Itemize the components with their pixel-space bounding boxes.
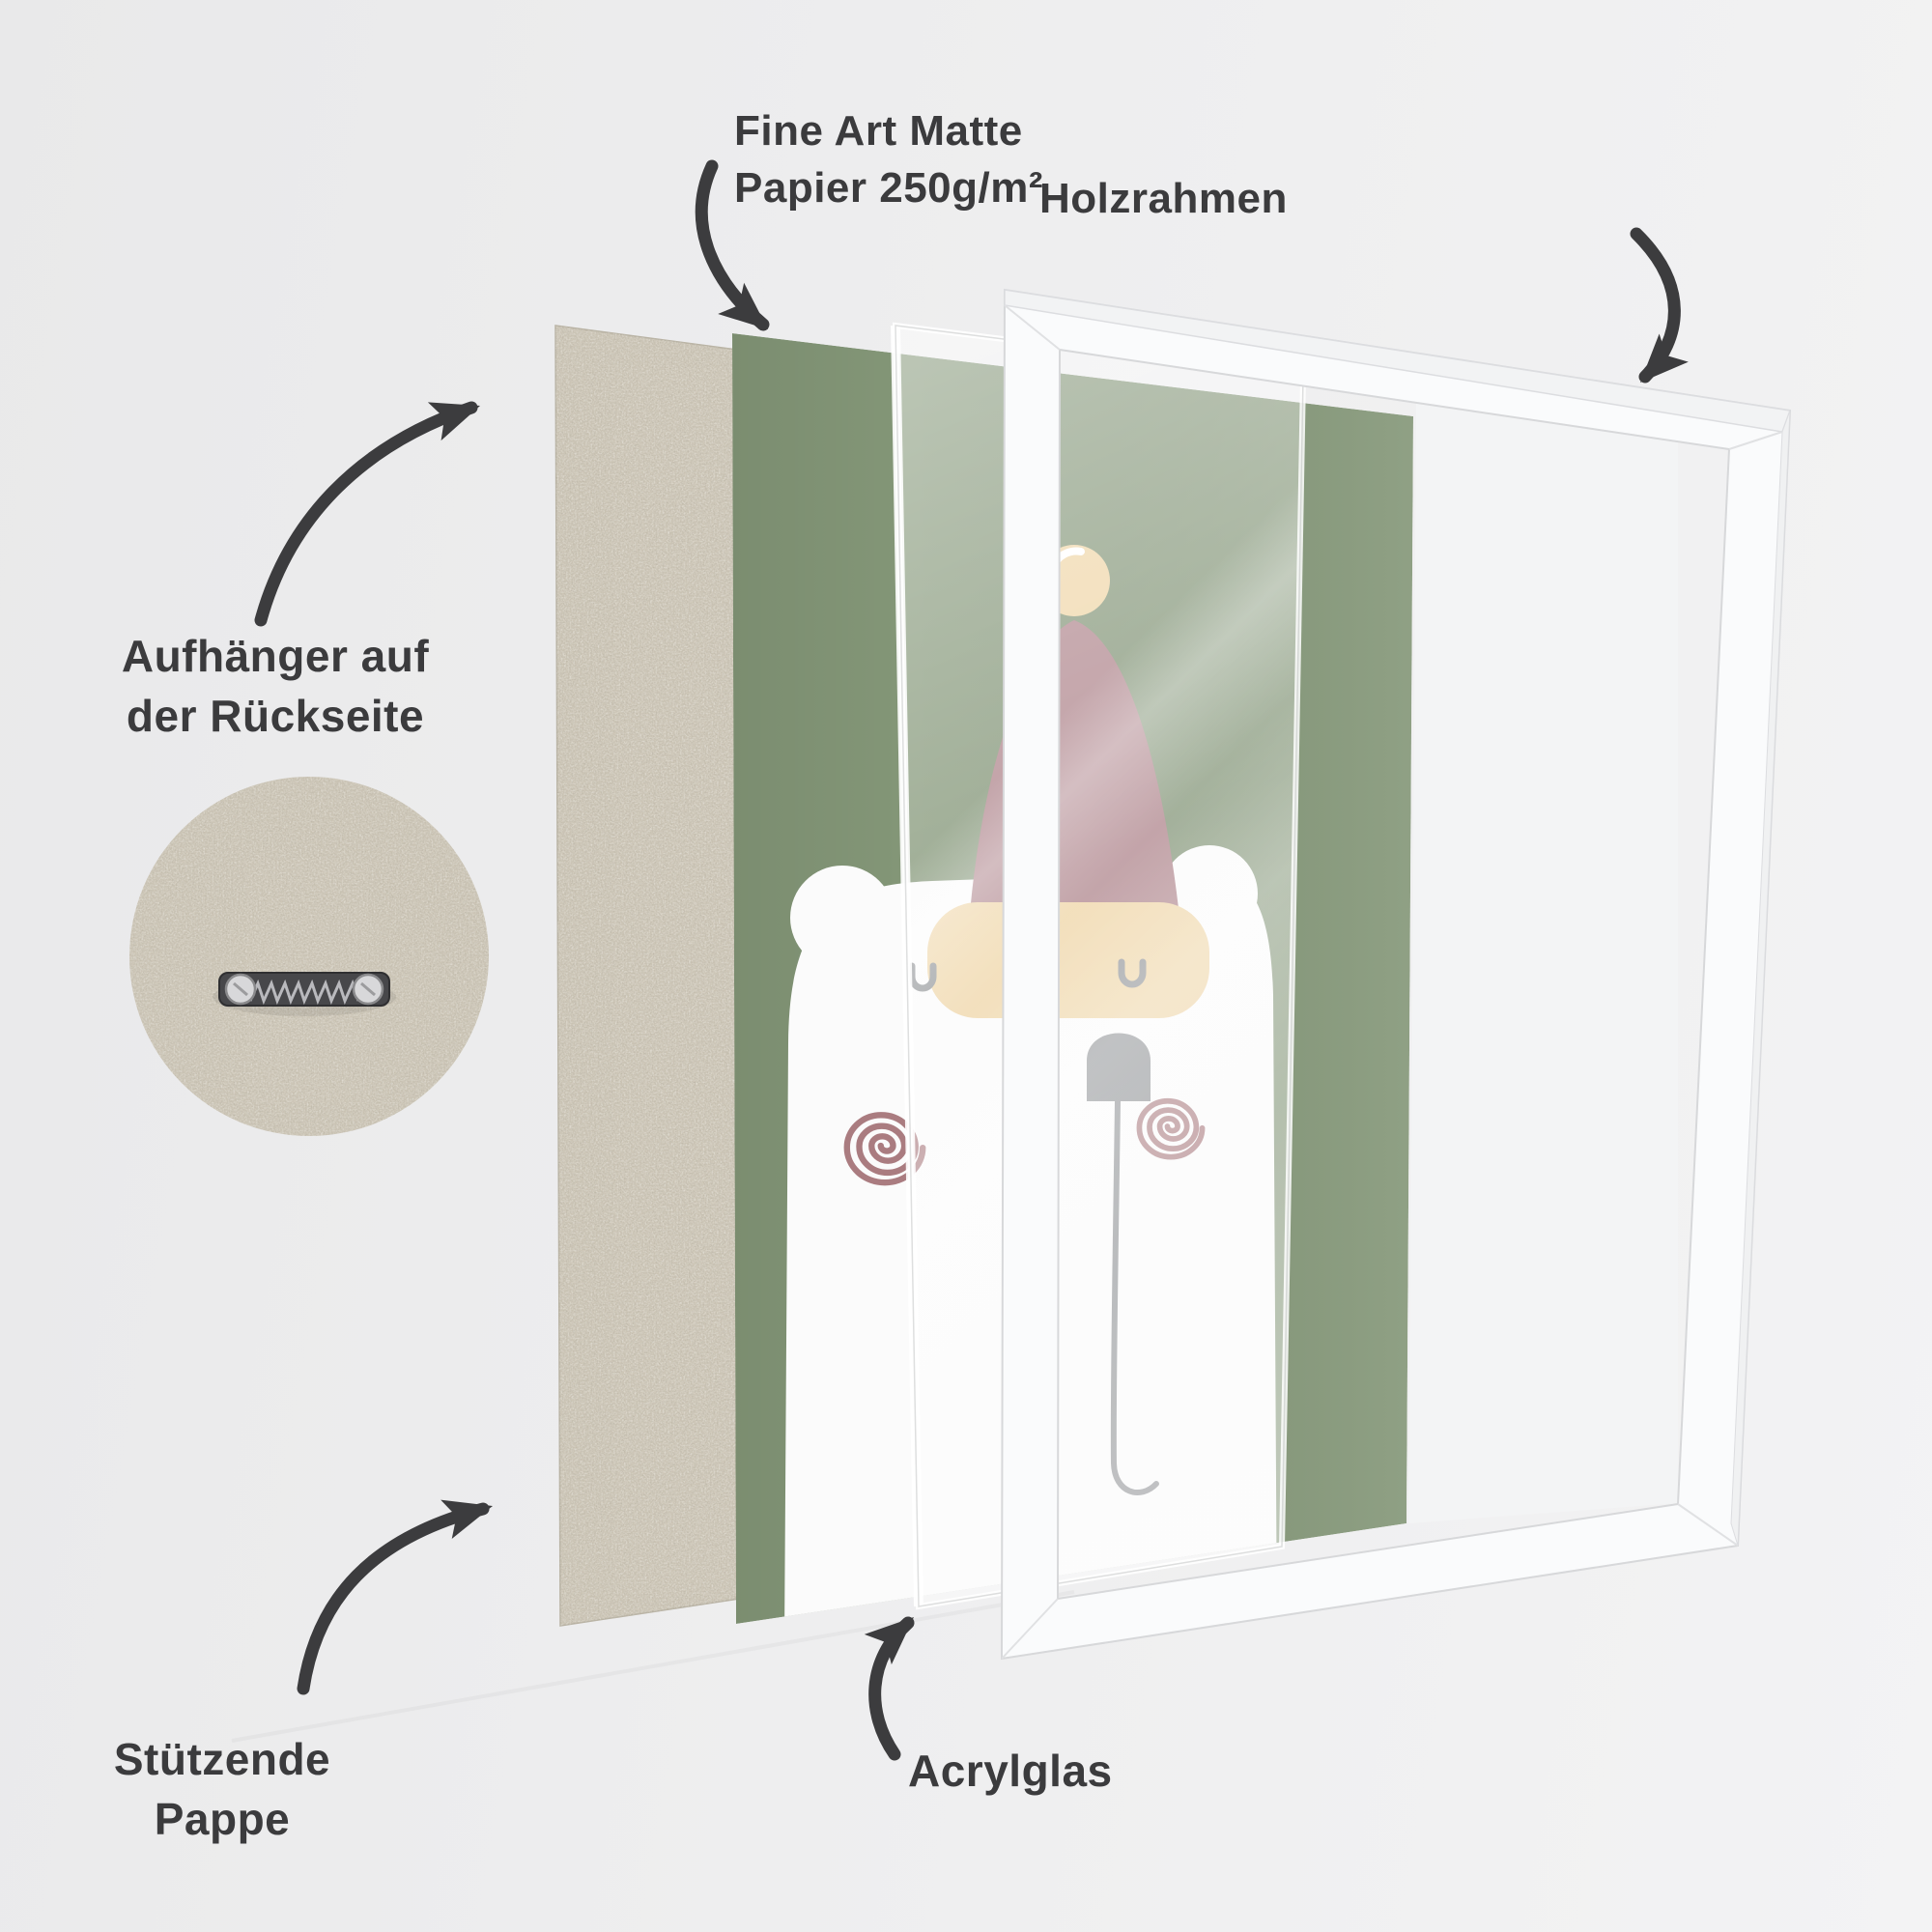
glass-left-edge	[891, 325, 923, 1607]
paper-label-line1: Fine Art Matte	[734, 107, 1023, 155]
hanger-sawtooth	[248, 979, 360, 1006]
backing-arrow-icon	[297, 1502, 490, 1695]
glass-sheen	[895, 326, 1303, 1606]
floor-reflection-line	[231, 1590, 1075, 1743]
acrylic-glass-layer	[891, 322, 1307, 1610]
paper-label-line2: Papier 250g/m²	[734, 164, 1044, 213]
hanger-label-line1: Aufhänger auf	[121, 631, 430, 681]
glass-arrowhead-icon	[864, 1602, 928, 1665]
hanger-label: Aufhänger auf der Rückseite	[82, 626, 469, 746]
frame-backing-area	[1408, 394, 1678, 1523]
frame-layer	[1000, 288, 1792, 1661]
cardboard-grain-light	[555, 326, 752, 1626]
backing-label-line1: Stützende	[113, 1734, 331, 1784]
annotation-arrows	[254, 159, 1689, 1761]
glass-label: Acrylglas	[908, 1746, 1113, 1796]
frame-right-face	[1730, 410, 1791, 1547]
inset-grain-light	[129, 777, 489, 1136]
screw-slot-left	[233, 981, 248, 997]
frame-miter-lines	[1001, 304, 1783, 1660]
hanger-label-line2: der Rückseite	[126, 691, 425, 742]
paper-label: Fine Art Matte Papier 250g/m²	[734, 102, 1043, 217]
hanger-arrow-icon	[254, 401, 478, 627]
frame-label: Holzrahmen	[1039, 175, 1288, 222]
hanger-arrowhead-icon	[427, 386, 487, 441]
sawtooth-hanger-icon	[213, 972, 396, 1016]
cardboard-layer	[554, 325, 753, 1627]
hanger-inset	[129, 777, 489, 1136]
backing-label: Stützende Pappe	[44, 1729, 400, 1849]
screw-slot-right	[360, 981, 376, 997]
backing-label-line2: Pappe	[154, 1794, 291, 1845]
